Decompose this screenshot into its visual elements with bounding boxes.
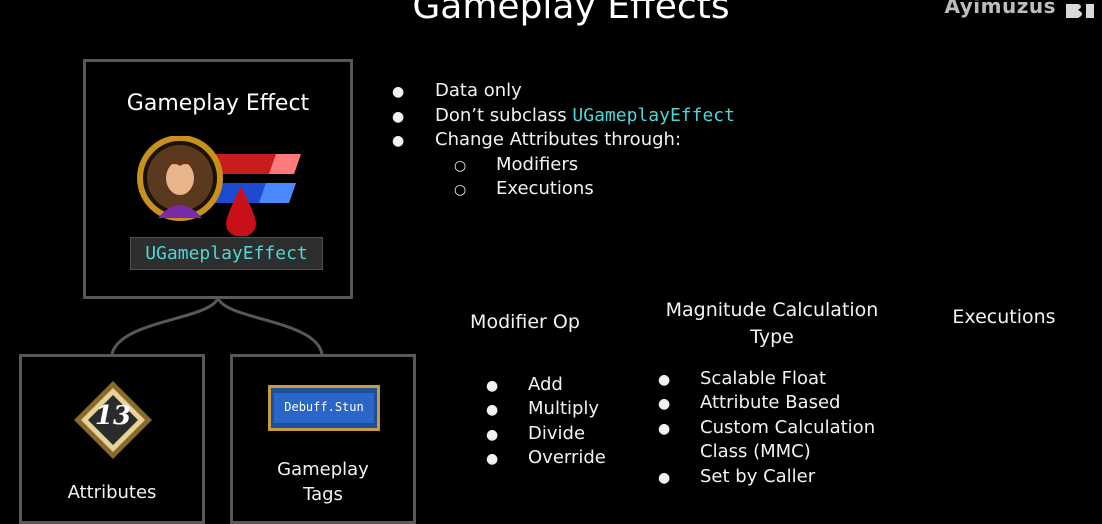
attribute-badge-number: 13	[94, 401, 132, 431]
debuff-stun-tag-badge: Debuff.Stun	[268, 385, 380, 431]
bullet-dot: ●	[658, 396, 671, 412]
gameplay-tags-label-line2: Tags	[303, 484, 343, 505]
attributes-label: Attributes	[67, 482, 157, 503]
bullet-change-attributes: Change Attributes through:	[435, 129, 682, 150]
modifier-op-heading: Modifier Op	[470, 311, 580, 333]
bullet-dot: ●	[392, 84, 405, 100]
gameplay-effect-title: Gameplay Effect	[126, 91, 310, 116]
gameplay-tags-box: Debuff.Stun Gameplay Tags	[230, 354, 416, 524]
slide-title: Gameplay Effects	[412, 0, 730, 27]
magnitude-heading-line2: Type	[750, 326, 794, 348]
bullet-dot: ●	[486, 378, 499, 394]
magnitude-calculation-heading: Magnitude Calculation Type	[652, 297, 892, 351]
bullet-dot: ●	[392, 109, 405, 125]
ugameplayeffect-class-label: UGameplayEffect	[130, 237, 323, 270]
bullet-dot: ●	[658, 470, 671, 486]
magnitude-set-by-caller: Set by Caller	[700, 466, 816, 487]
modifier-op-add: Add	[528, 374, 563, 395]
modifier-op-multiply: Multiply	[528, 398, 600, 419]
gameplay-effect-illustration-icon	[137, 136, 301, 236]
executions-heading: Executions	[952, 306, 1056, 328]
attributes-box: 13 Attributes	[19, 354, 205, 524]
bullet-dot: ●	[658, 421, 671, 437]
magnitude-heading-line1: Magnitude Calculation	[665, 299, 879, 321]
sub-bullet-circle: ○	[454, 158, 467, 174]
magnitude-attribute-based: Attribute Based	[700, 392, 841, 413]
bullet-dont-subclass: Don’t subclass UGameplayEffect	[435, 105, 735, 126]
gameplay-tags-label-line1: Gameplay	[277, 459, 369, 480]
sub-bullet-circle: ○	[454, 182, 467, 198]
debuff-stun-tag-text: Debuff.Stun	[274, 393, 374, 423]
attribute-badge-icon	[74, 381, 152, 459]
bullet-dot: ●	[392, 133, 405, 149]
gameplay-effect-box: Gameplay Effect UGameplayEffect	[83, 59, 353, 299]
bullet-dot: ●	[486, 451, 499, 467]
bullet-dot: ●	[486, 402, 499, 418]
magnitude-custom-calculation-mmc: Class (MMC)	[700, 441, 811, 462]
gameplay-tags-label: Gameplay Tags	[233, 457, 413, 507]
modifier-op-divide: Divide	[528, 423, 586, 444]
sub-bullet-executions: Executions	[496, 178, 594, 199]
magnitude-custom-calculation: Custom Calculation	[700, 417, 876, 438]
bullet-dont-subclass-text: Don’t subclass	[435, 105, 573, 126]
tree-connector	[110, 297, 324, 355]
bullet-dot: ●	[658, 372, 671, 388]
bilibili-logo-icon	[1066, 4, 1094, 18]
magnitude-scalable-float: Scalable Float	[700, 368, 827, 389]
bullet-ugameplayeffect-code: UGameplayEffect	[572, 105, 735, 126]
bullet-data-only: Data only	[435, 80, 522, 101]
bullet-dot: ●	[486, 427, 499, 443]
watermark-text: Ayimuzus	[944, 0, 1056, 18]
modifier-op-override: Override	[528, 447, 606, 468]
sub-bullet-modifiers: Modifiers	[496, 154, 579, 175]
